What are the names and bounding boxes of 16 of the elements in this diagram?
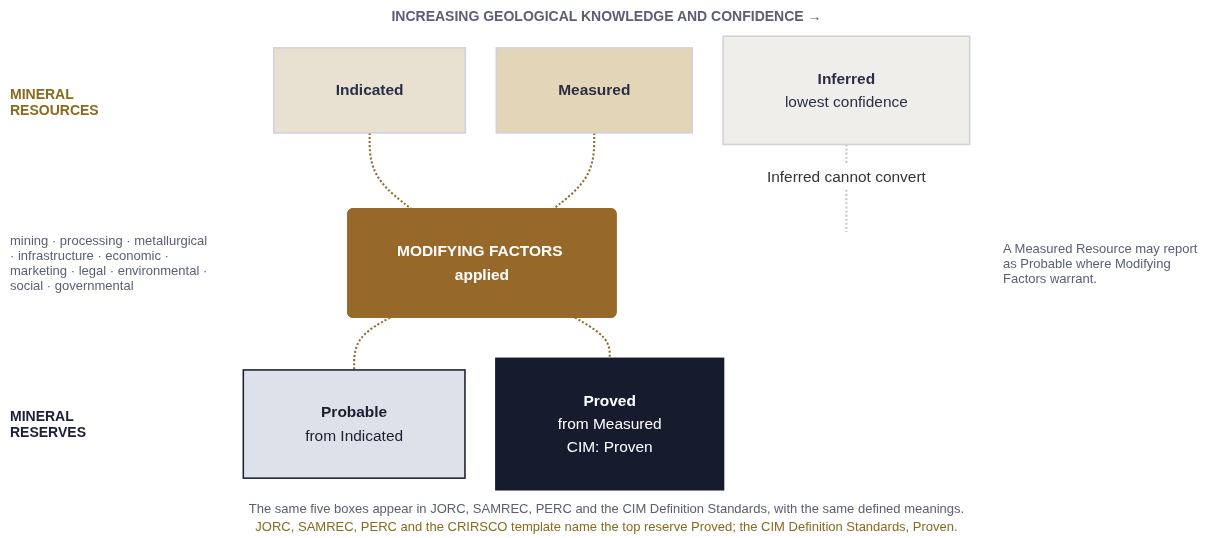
connector [353,316,391,370]
factor-list: mining · processing · metallurgical · infrastructure · economic · marketing · legal · environmental · social · governmental [10,233,210,293]
node-box: Measured [495,47,693,134]
caption: The same five boxes appear in JORC, SAMREC, PERC and the CIM Definition Standards, with the same defined meanings. [248,501,965,516]
node-box: Indicated [273,47,467,134]
footnote: JORC, SAMREC, PERC and the CRIRSCO template name the top reserve Proved; the CIM Definition Standards, Proven. [254,519,959,534]
row-label: MINERAL RESOURCES [10,85,100,118]
node-box: Proved from Measured CIM: Proven [495,357,725,491]
node-box: Inferred lowest confidence [722,35,971,146]
row-label: MINERAL RESERVES [10,408,87,441]
node-box: Probable from Indicated [242,369,466,479]
connector [845,144,848,233]
heading: INCREASING GEOLOGICAL KNOWLEDGE AND CONFIDENCE → [391,8,822,24]
side-note: A Measured Resource may report as Probable where Modifying Factors warrant. [1003,240,1199,286]
connector [574,316,611,359]
edge-label: Inferred cannot convert [766,167,926,185]
